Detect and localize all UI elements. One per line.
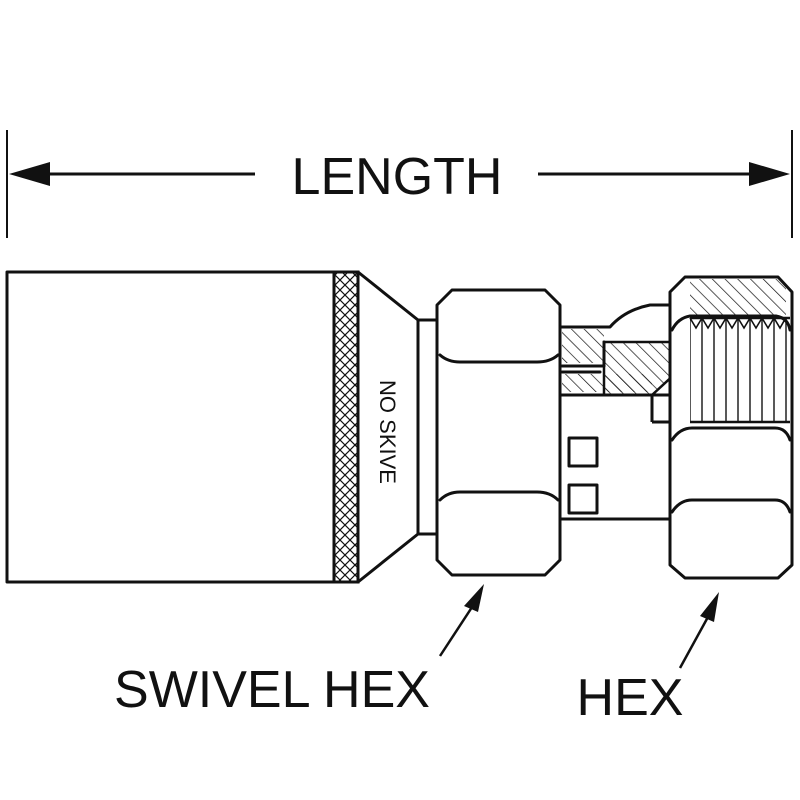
length-dimension: LENGTH [6, 130, 793, 238]
ferrule-note: NO SKIVE [375, 380, 400, 484]
hex-nut [668, 275, 794, 580]
length-arrowhead-left [9, 162, 50, 186]
swivel-hex-outline [435, 288, 562, 577]
swivel-hex-arrowhead [464, 584, 484, 612]
hex-arrowhead [700, 592, 719, 622]
wrench-flat-1 [567, 436, 599, 468]
hex-label: HEX [577, 669, 684, 727]
ferrule: NO SKIVE [5, 270, 420, 584]
ferrule-knurl-band [332, 270, 360, 584]
body-section [558, 303, 692, 521]
bore-hatch [562, 374, 652, 392]
hex-middle-face [670, 426, 792, 442]
swivel-hex-callout: SWIVEL HEX [114, 584, 484, 719]
swivel-hex-lower-face [438, 490, 560, 502]
ferrule-body [5, 270, 336, 584]
body-section-hatch-upper [562, 329, 604, 363]
collar [416, 318, 440, 536]
length-label: LENGTH [292, 148, 503, 206]
thread-section [690, 318, 790, 422]
hex-top-hatch [690, 279, 786, 317]
swivel-hex-upper-face [438, 353, 560, 364]
swivel-hex-label: SWIVEL HEX [114, 661, 430, 719]
hex-callout: HEX [577, 592, 719, 727]
wrench-flat-2 [567, 483, 599, 515]
hex-lower-face [670, 498, 792, 514]
length-arrowhead-right [749, 162, 790, 186]
seat-shoulder [560, 340, 606, 368]
swivel-hex-nut [435, 288, 562, 577]
hex-upper-face [670, 314, 792, 332]
